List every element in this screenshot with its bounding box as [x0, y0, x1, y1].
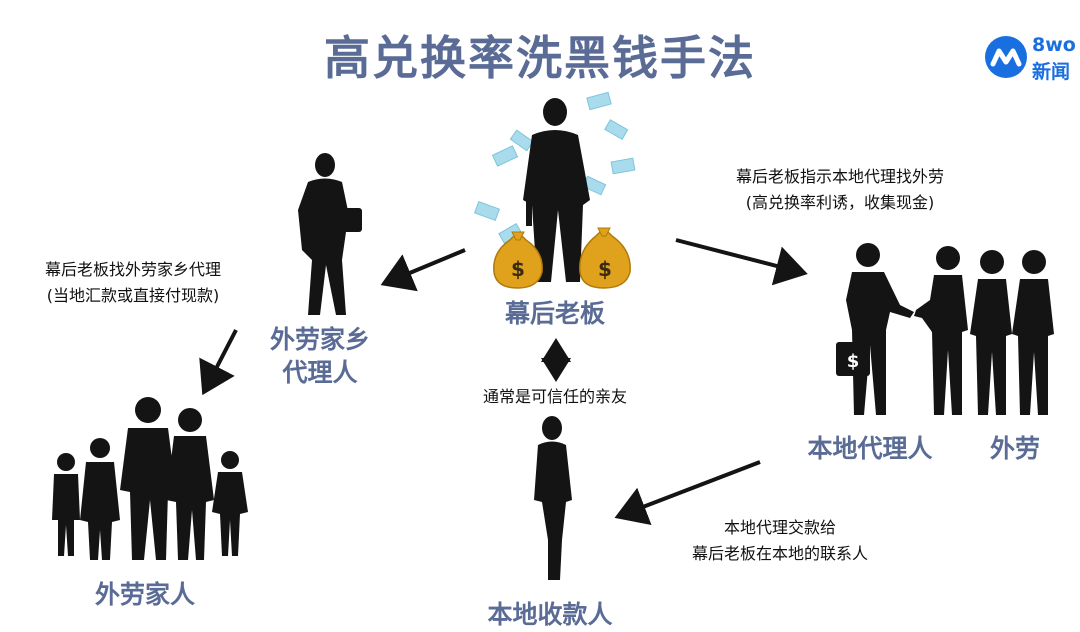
diagram-title: 高兑换率洗黑钱手法	[324, 31, 756, 85]
money-bag-right-icon: $	[579, 227, 631, 289]
money-bag-left-icon: $	[493, 231, 543, 289]
local-receiver-figure	[534, 416, 572, 580]
logo-text-bottom: 新闻	[1032, 61, 1071, 83]
hometown-agent-figure	[298, 153, 362, 315]
arrow-boss-to-local-agent	[675, 238, 808, 286]
svg-text:$: $	[847, 351, 860, 372]
note-boss-to-hometown-line1: 幕后老板找外劳家乡代理	[44, 260, 221, 279]
note-local-to-receiver-line1: 本地代理交款给	[723, 518, 836, 537]
svg-text:$: $	[511, 257, 525, 281]
workers-figure	[914, 246, 1054, 415]
arrow-hometown-agent-to-family	[199, 329, 238, 396]
boss-figure: $ $	[473, 91, 636, 289]
arrow-local-agent-to-receiver	[614, 460, 761, 526]
note-boss-to-local-line1: 幕后老板指示本地代理找外劳	[735, 167, 944, 186]
arrow-boss-to-hometown-agent	[380, 248, 466, 292]
svg-text:$: $	[598, 257, 612, 281]
note-boss-to-hometown-line2: (当地汇款或直接付现款)	[46, 286, 220, 305]
note-trusted-relation: 通常是可信任的亲友	[482, 387, 627, 406]
label-workers: 外劳	[989, 434, 1040, 463]
note-local-to-receiver-line2: 幕后老板在本地的联系人	[691, 544, 868, 563]
news-logo: 8wo 新闻	[985, 32, 1080, 84]
local-agent-figure: $	[836, 243, 914, 415]
logo-text-top: 8wo	[1032, 34, 1076, 56]
label-hometown-agent-line2: 代理人	[282, 358, 358, 387]
family-figure	[52, 397, 248, 560]
label-hometown-agent-line1: 外劳家乡	[269, 325, 370, 354]
logo-icon	[985, 36, 1027, 78]
label-local-receiver: 本地收款人	[487, 600, 613, 629]
label-family: 外劳家人	[94, 580, 195, 609]
label-local-agent: 本地代理人	[807, 434, 933, 463]
note-boss-to-local-line2: (高兑换率利诱，收集现金)	[745, 193, 935, 212]
label-boss: 幕后老板	[504, 299, 605, 328]
